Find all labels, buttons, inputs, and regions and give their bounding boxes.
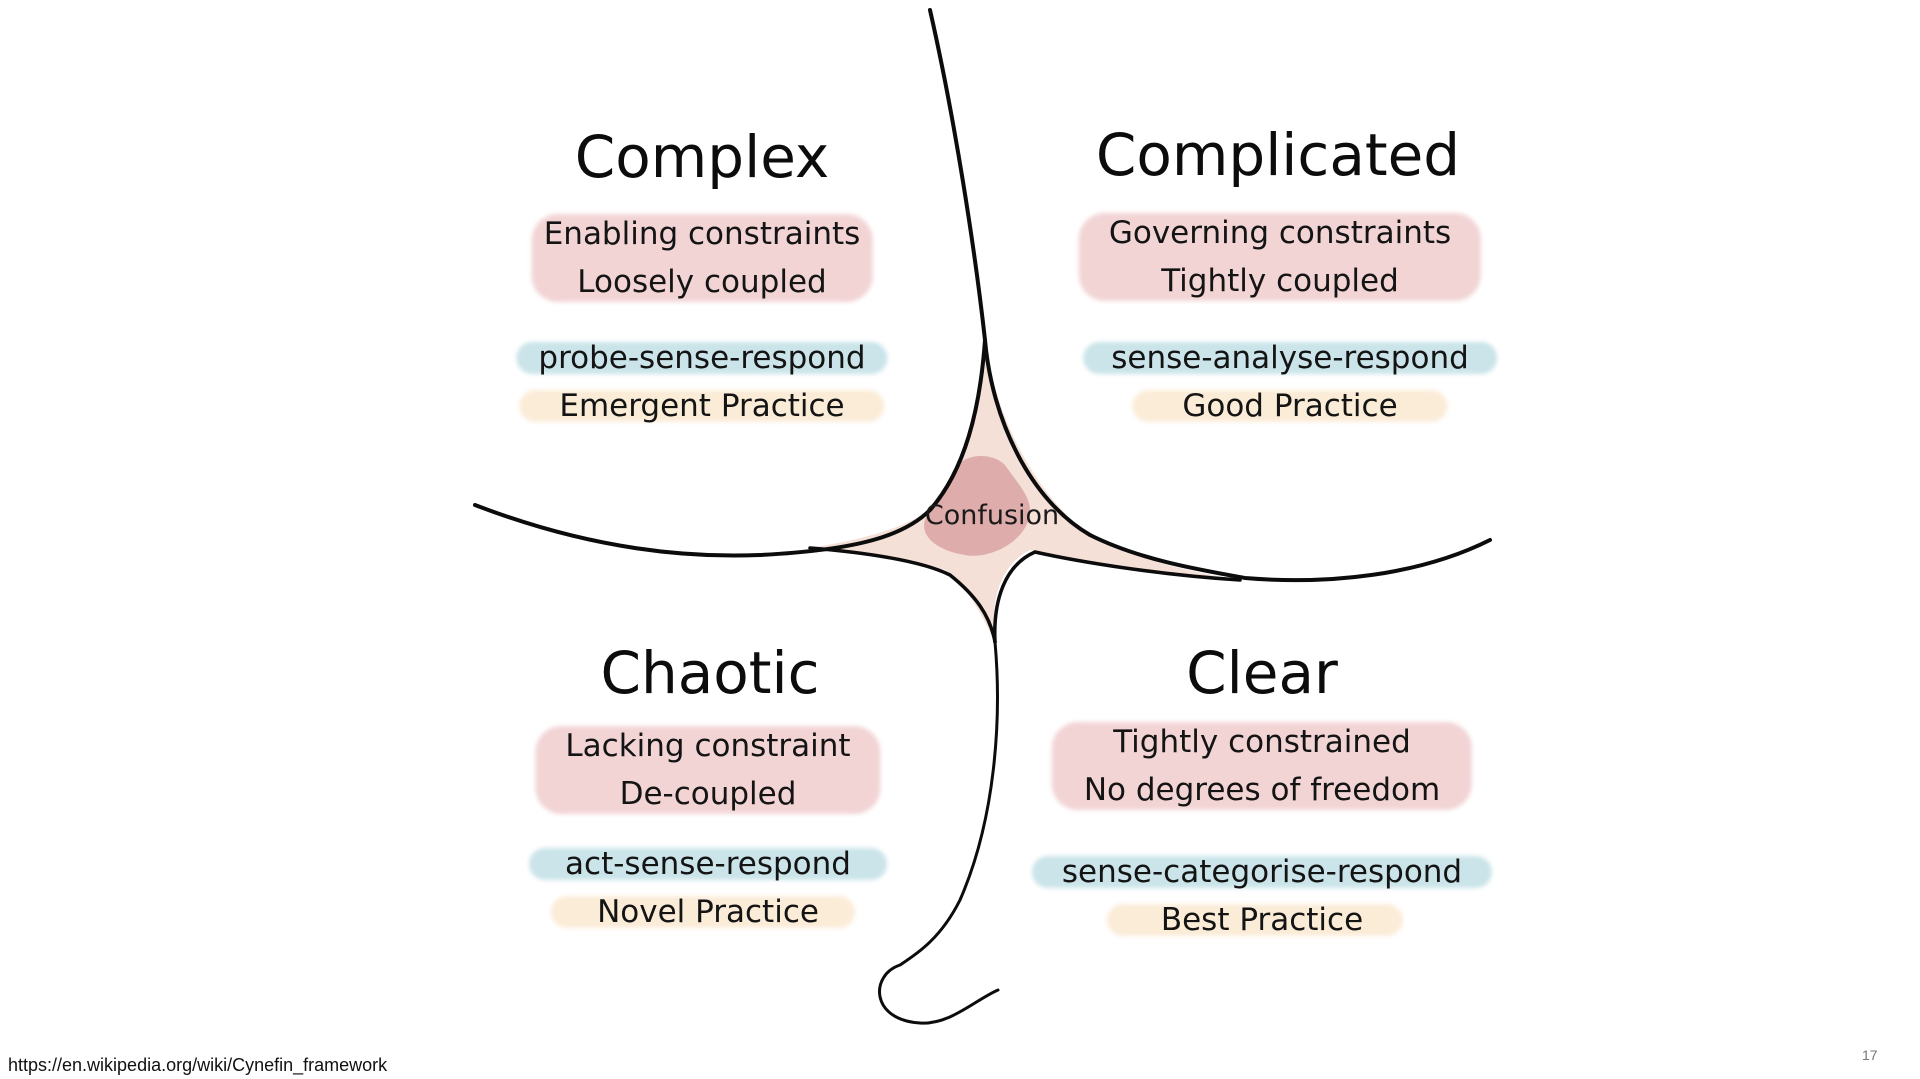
complex-constraints-highlight [531,214,873,302]
clear-constraints-highlight [1051,722,1473,810]
complex-coupling: Loosely coupled [577,264,827,300]
chaotic-practice-highlight [551,896,855,928]
chaotic-approach-highlight [529,848,887,880]
clear-approach-highlight [1031,856,1493,888]
boundary-bottom [878,640,1000,1025]
clear-practice: Best Practice [1160,902,1364,938]
clear-constraints-band: Tightly constrained No degrees of freedo… [1051,718,1473,814]
complicated-coupling: Tightly coupled [1161,263,1399,299]
clear-constraints: Tightly constrained [1113,724,1411,760]
complex-practice: Emergent Practice [559,388,845,424]
chaotic-approach: act-sense-respond [565,846,851,882]
source-link[interactable]: https://en.wikipedia.org/wiki/Cynefin_fr… [8,1055,388,1075]
boundary-left [473,338,987,558]
chaotic-approach-band: act-sense-respond [529,840,887,888]
complex-approach-highlight [516,342,888,374]
boundary-top [928,8,1492,583]
complex-practice-highlight [519,390,885,422]
complicated-constraints: Governing constraints [1108,215,1452,251]
complicated-practice: Good Practice [1182,388,1398,424]
clear-coupling: No degrees of freedom [1083,772,1441,808]
complex-constraints-band: Enabling constraints Loosely coupled [531,210,873,306]
chaotic-constraints-highlight [535,726,881,814]
confusion-label: Confusion [924,500,1060,531]
clear-approach: sense-categorise-respond [1061,854,1463,890]
chaotic-constraints: Lacking constraint [565,728,851,764]
complicated-title: Complicated [1095,121,1461,189]
confusion-region [810,340,1240,642]
chaotic-practice-band: Novel Practice [551,888,855,936]
boundary-lower-left [808,546,997,644]
complex-constraints: Enabling constraints [543,216,861,252]
clear-practice-band: Best Practice [1106,896,1404,944]
complicated-approach-band: sense-analyse-respond [1083,334,1497,382]
boundary-lower-right [993,550,1242,644]
complex-approach-band: probe-sense-respond [516,334,888,382]
chaotic-title: Chaotic [600,639,820,707]
complex-title: Complex [574,123,830,191]
clear-practice-highlight [1106,904,1404,936]
complicated-practice-highlight [1132,390,1448,422]
complex-practice-band: Emergent Practice [519,382,885,430]
chaotic-practice: Novel Practice [597,894,819,930]
clear-title: Clear [1186,639,1338,707]
complicated-approach: sense-analyse-respond [1111,340,1469,376]
complex-approach: probe-sense-respond [538,340,866,376]
chaotic-constraints-band: Lacking constraint De-coupled [535,722,881,818]
chaotic-coupling: De-coupled [619,776,797,812]
page-number: 17 [1862,1047,1878,1063]
complicated-practice-band: Good Practice [1132,382,1448,430]
complicated-constraints-highlight [1078,213,1482,301]
clear-approach-band: sense-categorise-respond [1031,848,1493,896]
complicated-constraints-band: Governing constraints Tightly coupled [1078,209,1482,305]
complicated-approach-highlight [1083,342,1497,374]
